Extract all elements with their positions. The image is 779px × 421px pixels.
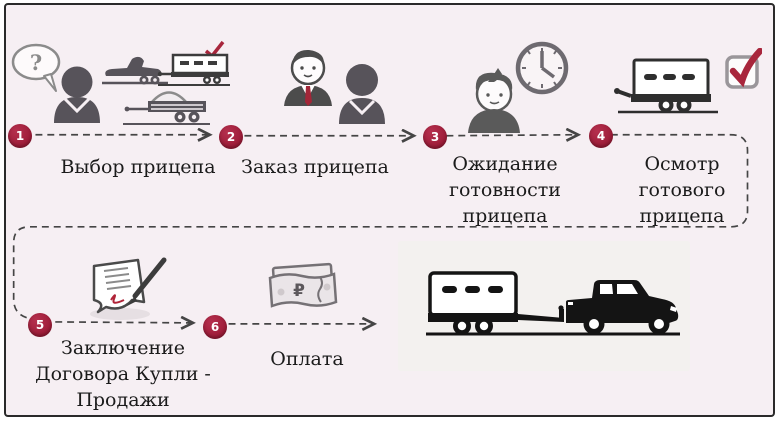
step-6-badge: 6 <box>203 315 227 339</box>
step-1-label: Выбор прицепа <box>60 156 216 178</box>
trailer-icon <box>614 58 718 114</box>
step-4-badge: 4 <box>589 124 613 148</box>
speech-bubble-icon <box>11 43 61 81</box>
waiting-person-clock-icon <box>468 41 569 133</box>
clock-icon <box>515 41 569 95</box>
cargo-trailer-option-icon <box>123 91 210 125</box>
towed-trailer-icon <box>428 271 564 335</box>
step-2-label: Заказ прицепа <box>241 156 389 178</box>
customer-silhouette-icon <box>339 64 385 124</box>
salesperson-icon <box>284 49 332 106</box>
pickup-towing-trailer-illustration <box>426 271 680 336</box>
ruble-sign: ₽ <box>293 281 305 301</box>
contract-signing-icon <box>90 257 167 320</box>
step-3-badge: 3 <box>423 125 447 149</box>
ruble-banknotes-icon: ₽ <box>268 262 338 308</box>
question-mark: ? <box>30 50 42 75</box>
step-5-badge: 5 <box>28 313 52 337</box>
enclosed-trailer-option-icon <box>157 40 230 86</box>
document-icon <box>92 258 146 314</box>
trailer-checkbox-icon <box>614 48 762 114</box>
step-3-label: Ожидание готовности прицепа <box>449 153 561 227</box>
check-mark-icon <box>729 48 762 88</box>
step-4-label: Осмотр готового прицепа <box>638 153 726 227</box>
step-2-badge: 2 <box>219 125 243 149</box>
checkbox-checked-icon <box>725 48 762 89</box>
connector-3-4 <box>446 135 578 136</box>
diagram-frame: 1 2 3 4 5 6 Выбор прицепа Заказ прицепа … <box>4 3 775 417</box>
step-1-badge: 1 <box>8 124 32 148</box>
customer-question-trailer-options-icon: ? <box>11 40 230 125</box>
red-tie-icon <box>305 86 312 106</box>
step-5-label: Заключение Договора Купли - Продажи <box>35 337 211 411</box>
salesperson-customer-icon <box>284 49 385 124</box>
step-6-label: Оплата <box>270 348 344 370</box>
waiting-person-icon <box>468 68 520 133</box>
customer-silhouette-icon <box>54 66 100 123</box>
jetski-trailer-icon <box>102 56 168 85</box>
pickup-truck-icon <box>566 280 679 335</box>
